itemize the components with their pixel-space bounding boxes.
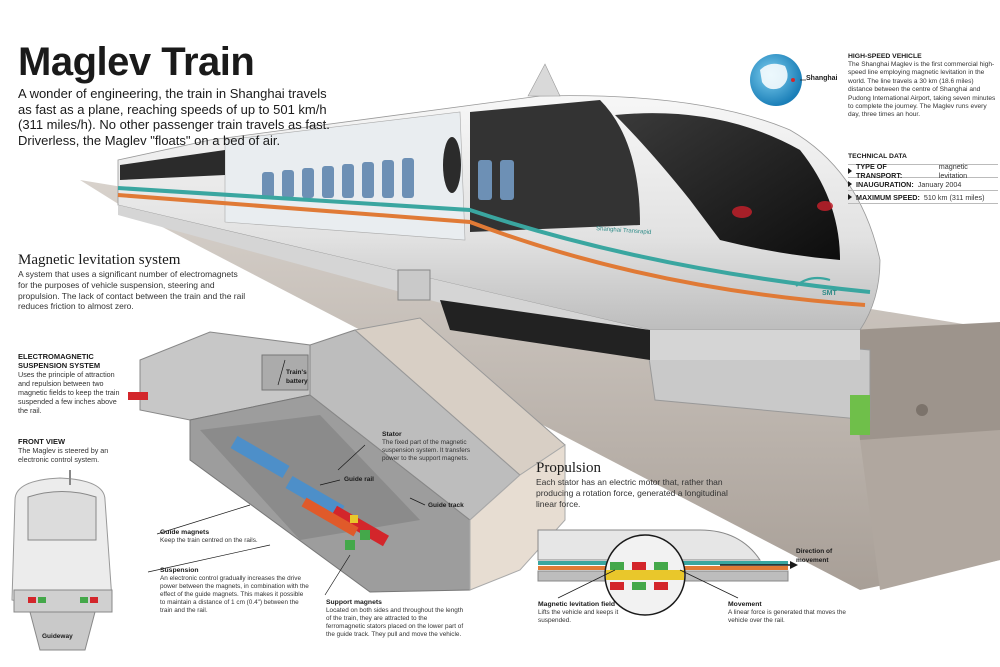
movement-callout: Movement A linear force is generated tha… [728, 600, 848, 625]
tech-label: MAXIMUM SPEED: [856, 192, 920, 202]
propulsion-title: Propulsion [536, 460, 602, 476]
suspension-callout: Suspension An electronic control gradual… [160, 566, 310, 615]
front-view-title: FRONT VIEW [18, 437, 66, 446]
front-view-section: FRONT VIEW The Maglev is steered by an e… [18, 437, 128, 464]
passenger-seats [262, 158, 514, 200]
tech-title: TECHNICAL DATA [848, 153, 907, 160]
support-magnets-callout: Support magnets Located on both sides an… [326, 598, 466, 639]
high-speed-panel: HIGH-SPEED VEHICLE The Shanghai Maglev i… [848, 52, 998, 120]
tech-value: January 2004 [917, 179, 962, 189]
stator-callout: Stator The fixed part of the magnetic su… [382, 430, 472, 463]
callout-lines [147, 79, 806, 599]
tech-value: magnetic levitation [938, 162, 968, 180]
front-view-text: The Maglev is steered by an electronic c… [18, 446, 109, 464]
front-view-illustration [11, 470, 113, 651]
movement-title: Movement [728, 601, 762, 608]
guide-track-label: Guide track [428, 502, 464, 509]
ems-title: ELECTROMAGNETIC SUSPENSION SYSTEM [18, 352, 101, 370]
intro-text: A wonder of engineering, the train in Sh… [18, 86, 330, 148]
tech-value: 510 km (311 miles) [923, 192, 985, 202]
levitation-field-callout: Magnetic levitation field Lifts the vehi… [538, 600, 628, 625]
support-magnets-text: Located on both sides and throughout the… [326, 607, 464, 638]
suspension-text: An electronic control gradually increase… [160, 575, 309, 614]
maglev-train [117, 63, 881, 360]
tech-row-transport: TYPE OF TRANSPORT: magnetic levitation [848, 162, 998, 180]
tech-label: INAUGURATION: [856, 179, 914, 189]
triangle-bullet-icon [848, 194, 852, 200]
guide-magnets-text: Keep the train centred on the rails. [160, 537, 258, 544]
ems-section: ELECTROMAGNETIC SUSPENSION SYSTEM Uses t… [18, 352, 128, 415]
guideway-label: Guideway [42, 633, 73, 640]
ems-text: Uses the principle of attraction and rep… [18, 370, 120, 415]
stator-text: The fixed part of the magnetic suspensio… [382, 439, 471, 462]
stator-title: Stator [382, 431, 402, 438]
levitation-field-title: Magnetic levitation field [538, 601, 616, 608]
guide-rail-label: Guide rail [344, 476, 374, 483]
propulsion-text: Each stator has an electric motor that, … [536, 477, 728, 509]
suspension-title: Suspension [160, 567, 199, 574]
cutaway-illustration [128, 317, 566, 593]
tech-row-speed: MAXIMUM SPEED: 510 km (311 miles) [848, 190, 998, 204]
train-logo-text: SMT [822, 290, 837, 297]
levitation-field-text: Lifts the vehicle and keeps it suspended… [538, 609, 619, 624]
globe-label: Shanghai [806, 75, 838, 82]
levitation-section: Magnetic levitation system A system that… [18, 252, 248, 312]
propulsion-diagram [537, 529, 798, 616]
high-speed-title: HIGH-SPEED VEHICLE [848, 53, 922, 60]
direction-label: Direction of movement [796, 548, 833, 564]
movement-text: A linear force is generated that moves t… [728, 609, 846, 624]
levitation-text: A system that uses a significant number … [18, 269, 246, 312]
technical-data-panel: TECHNICAL DATA TYPE OF TRANSPORT: magnet… [848, 152, 998, 204]
battery-label: Train's battery [286, 369, 308, 385]
page-title: Maglev Train [18, 40, 255, 84]
guide-magnets-callout: Guide magnets Keep the train centred on … [160, 528, 260, 545]
high-speed-text: The Shanghai Maglev is the first commerc… [848, 61, 996, 119]
tech-label: TYPE OF TRANSPORT: [856, 162, 903, 180]
tech-row-inauguration: INAUGURATION: January 2004 [848, 177, 998, 190]
triangle-bullet-icon [848, 181, 852, 187]
globe-icon [750, 54, 802, 106]
propulsion-section: Propulsion Each stator has an electric m… [536, 460, 736, 509]
triangle-bullet-icon [848, 168, 852, 174]
guide-magnets-title: Guide magnets [160, 529, 210, 536]
support-magnets-title: Support magnets [326, 599, 382, 606]
levitation-title: Magnetic levitation system [18, 252, 181, 268]
